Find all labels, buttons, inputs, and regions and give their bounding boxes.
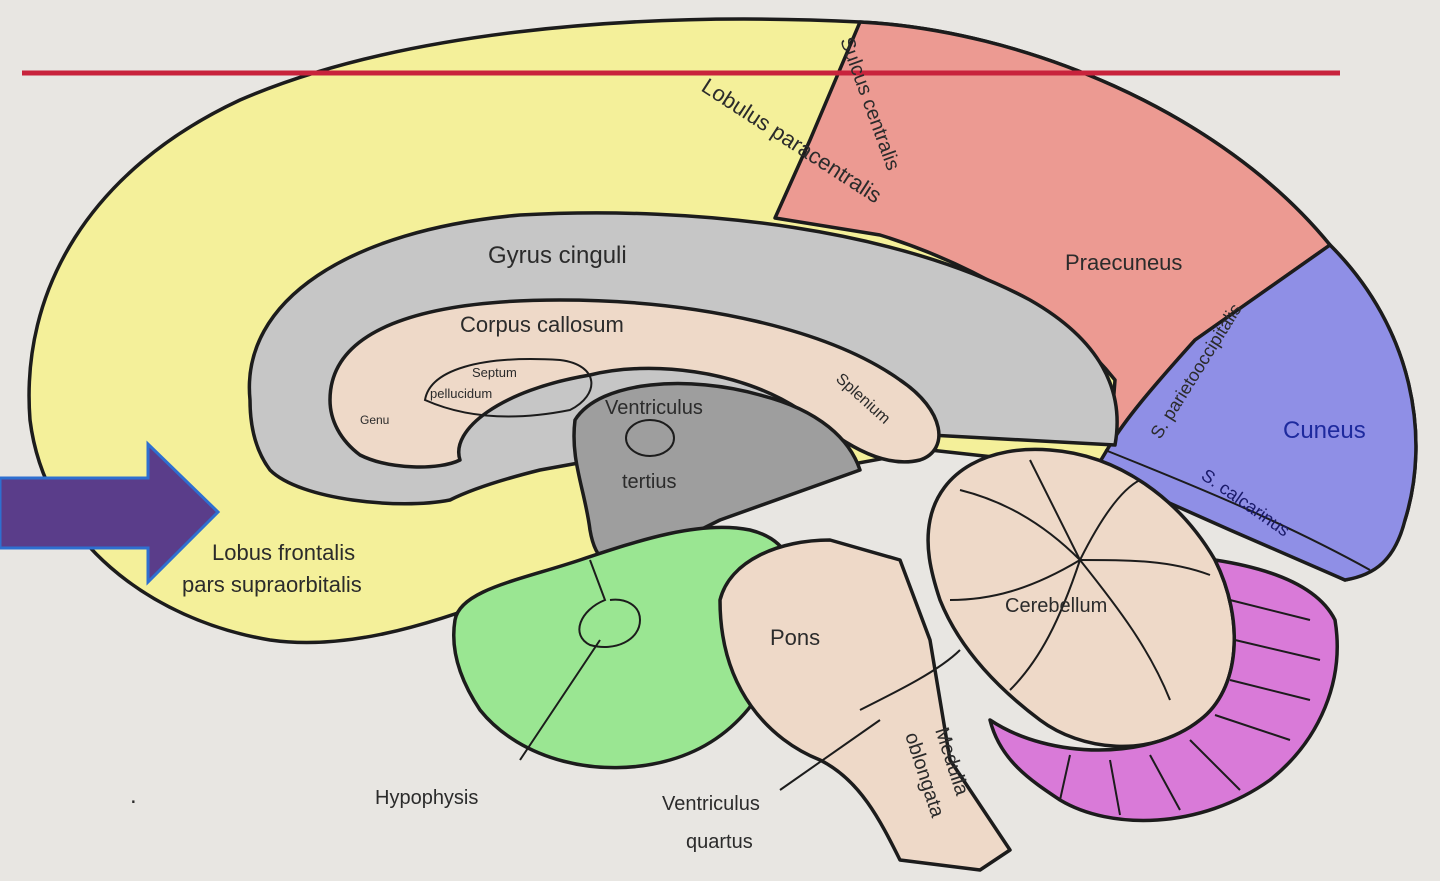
label-ventriculus-quartus-line2: quartus [686, 831, 753, 853]
label-praecuneus: Praecuneus [1065, 250, 1182, 275]
label-corpus-callosum: Corpus callosum [460, 312, 624, 337]
label-septum-line2: pellucidum [430, 386, 492, 401]
label-gyrus-cinguli: Gyrus cinguli [488, 242, 627, 269]
label-hypophysis: Hypophysis [375, 787, 478, 809]
label-pons: Pons [770, 625, 820, 650]
label-ventriculus-tertius-line1: Ventriculus [605, 397, 703, 419]
label-septum-line1: Septum [472, 365, 517, 380]
label-lobus-frontalis-line1: Lobus frontalis [212, 540, 355, 565]
bullet-dot: . [130, 782, 137, 809]
label-genu: Genu [360, 413, 389, 427]
label-ventriculus-tertius-line2: tertius [622, 471, 676, 493]
label-ventriculus-quartus-line1: Ventriculus [662, 793, 760, 815]
label-cuneus: Cuneus [1283, 417, 1366, 444]
label-lobus-frontalis-line2: pars supraorbitalis [182, 572, 362, 597]
label-cerebellum: Cerebellum [1005, 595, 1107, 617]
